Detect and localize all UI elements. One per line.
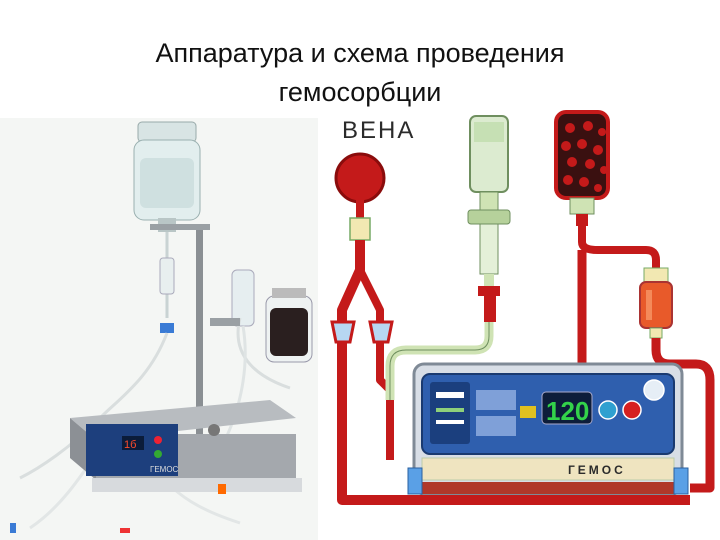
iv-bottle [133,121,201,333]
pump-unit: 1б ГЕМОС [70,400,302,492]
venous-line [356,268,394,460]
blood-filter [578,226,673,339]
drip-chamber-1 [330,320,356,344]
hemos-device: 120 ГЕМОС [407,362,689,496]
saline-bottle [467,115,511,322]
sorbent-column [554,110,610,226]
pump-brand: ГЕМОС [150,465,179,474]
apparatus-photo: 1б ГЕМОС [0,118,318,540]
sorbent-column [231,269,313,363]
stop-button [622,400,642,420]
hemosorption-scheme: ВЕНА [330,110,715,505]
drip-chamber-2 [368,320,394,344]
start-button [598,400,618,420]
vein-bag [334,152,386,241]
stand-pole [196,228,203,438]
title-line-2: гемосорбции [278,77,442,107]
device-brand: ГЕМОС [568,463,626,477]
vein-label: ВЕНА [342,117,415,144]
slide-title: Аппаратура и схема проведения гемосорбци… [0,34,720,112]
title-line-1: Аппаратура и схема проведения [155,38,565,68]
device-display: 120 [546,396,589,426]
return-line [651,338,715,493]
arterial-line [337,240,408,505]
pump-display: 1б [124,439,136,451]
